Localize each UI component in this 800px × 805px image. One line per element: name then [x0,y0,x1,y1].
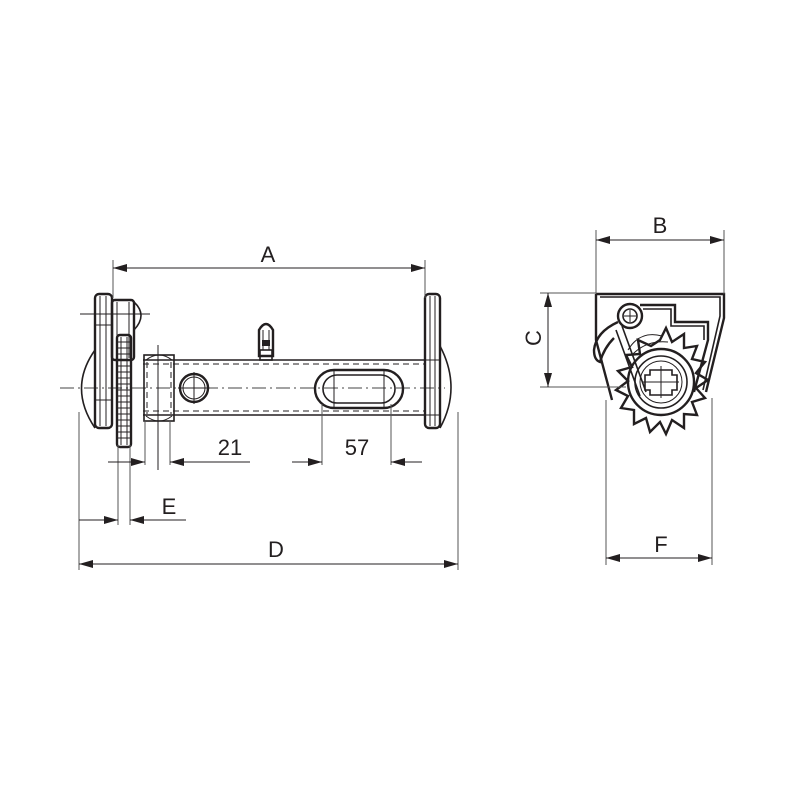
dimension-f: F [606,532,712,562]
left-end-plate [80,292,114,430]
dimension-21-label: 21 [218,435,242,460]
latch-arm [80,298,150,362]
extension-lines [78,260,459,570]
dimension-c-label: C [521,330,546,346]
dimension-b: B [596,213,724,244]
slot-hole [313,368,405,410]
sprocket-side [115,333,133,449]
latch-hook [592,320,647,397]
end-view: B C F [521,213,726,565]
end-view-extension-lines [540,230,725,565]
dimension-e: E [79,494,186,524]
dimension-d-label: D [268,537,284,562]
shaft-tube [60,359,445,416]
dimension-f-label: F [654,532,667,557]
round-hole [178,372,210,404]
dimension-57-label: 57 [345,435,369,460]
dimension-hole-offset: 21 [108,435,250,466]
dimension-slot-length: 57 [292,435,422,466]
dimension-e-label: E [162,494,177,519]
dimension-c: C [521,293,552,387]
side-view: A 21 57 E D [60,242,459,570]
pivot-bolt [616,302,644,330]
dimension-a-label: A [261,242,276,267]
right-end-plate [422,292,452,430]
dimension-a: A [113,242,425,272]
dimension-d: D [79,537,458,568]
sprocket-wheel [613,325,711,437]
dimension-b-label: B [653,213,668,238]
shaft-collar [143,345,175,470]
bracket-housing [594,292,726,401]
grease-nipple [257,322,275,361]
